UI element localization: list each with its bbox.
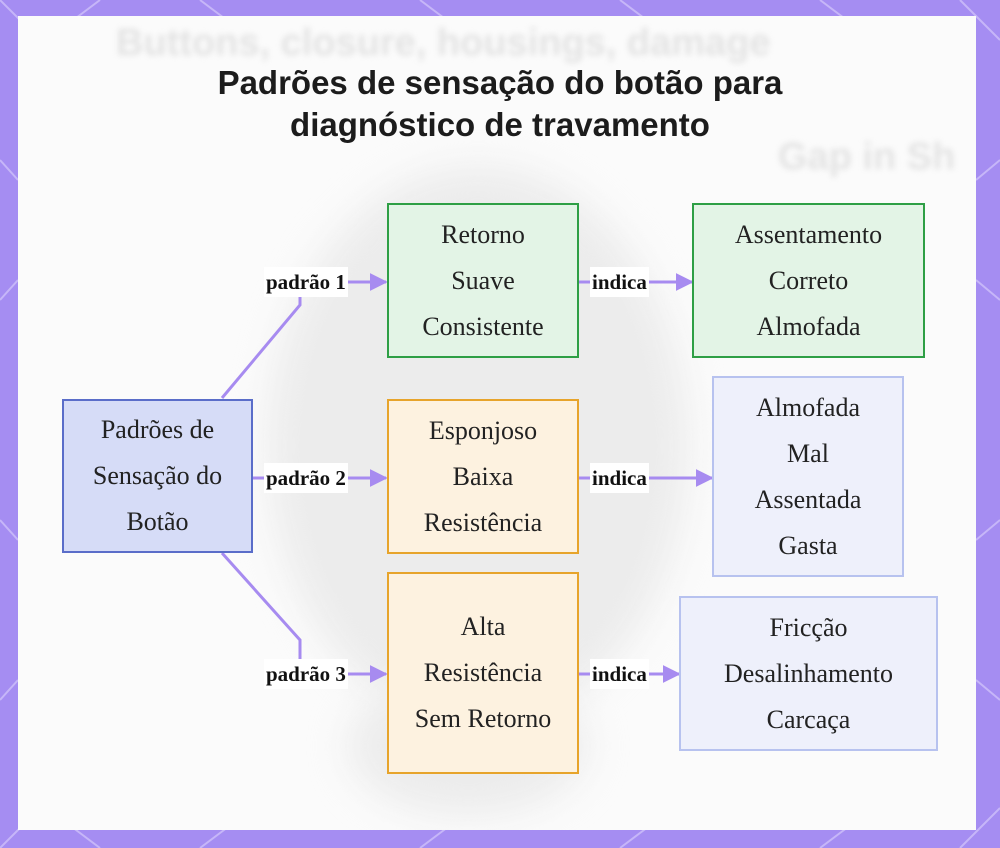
root-node: Padrões de Sensação do Botão [62, 399, 253, 553]
title-line-2: diagnóstico de travamento [290, 106, 710, 143]
result-2-node: Almofada Mal Assentada Gasta [712, 376, 904, 577]
pattern-3-node: Alta Resistência Sem Retorno [387, 572, 579, 774]
background-caption: Buttons, closure, housings, damage [116, 22, 771, 64]
edge-root-to-pattern-3 [220, 551, 388, 683]
background-caption-right: Gap in Sh [778, 136, 956, 178]
pattern-2-node: Esponjoso Baixa Resistência [387, 399, 579, 554]
edge-label-indicates-1: indica [590, 267, 649, 297]
edge-label-pattern-3: padrão 3 [264, 659, 348, 689]
edge-label-pattern-1: padrão 1 [264, 267, 348, 297]
diagram-title: Padrões de sensação do botão para diagnó… [0, 62, 1000, 146]
title-line-1: Padrões de sensação do botão para [217, 64, 783, 101]
result-3-node: Fricção Desalinhamento Carcaça [679, 596, 938, 751]
edge-label-indicates-3: indica [590, 659, 649, 689]
pattern-1-node: Retorno Suave Consistente [387, 203, 579, 358]
result-1-node: Assentamento Correto Almofada [692, 203, 925, 358]
edge-root-to-pattern-1 [220, 273, 388, 399]
edge-label-indicates-2: indica [590, 463, 649, 493]
edge-label-pattern-2: padrão 2 [264, 463, 348, 493]
